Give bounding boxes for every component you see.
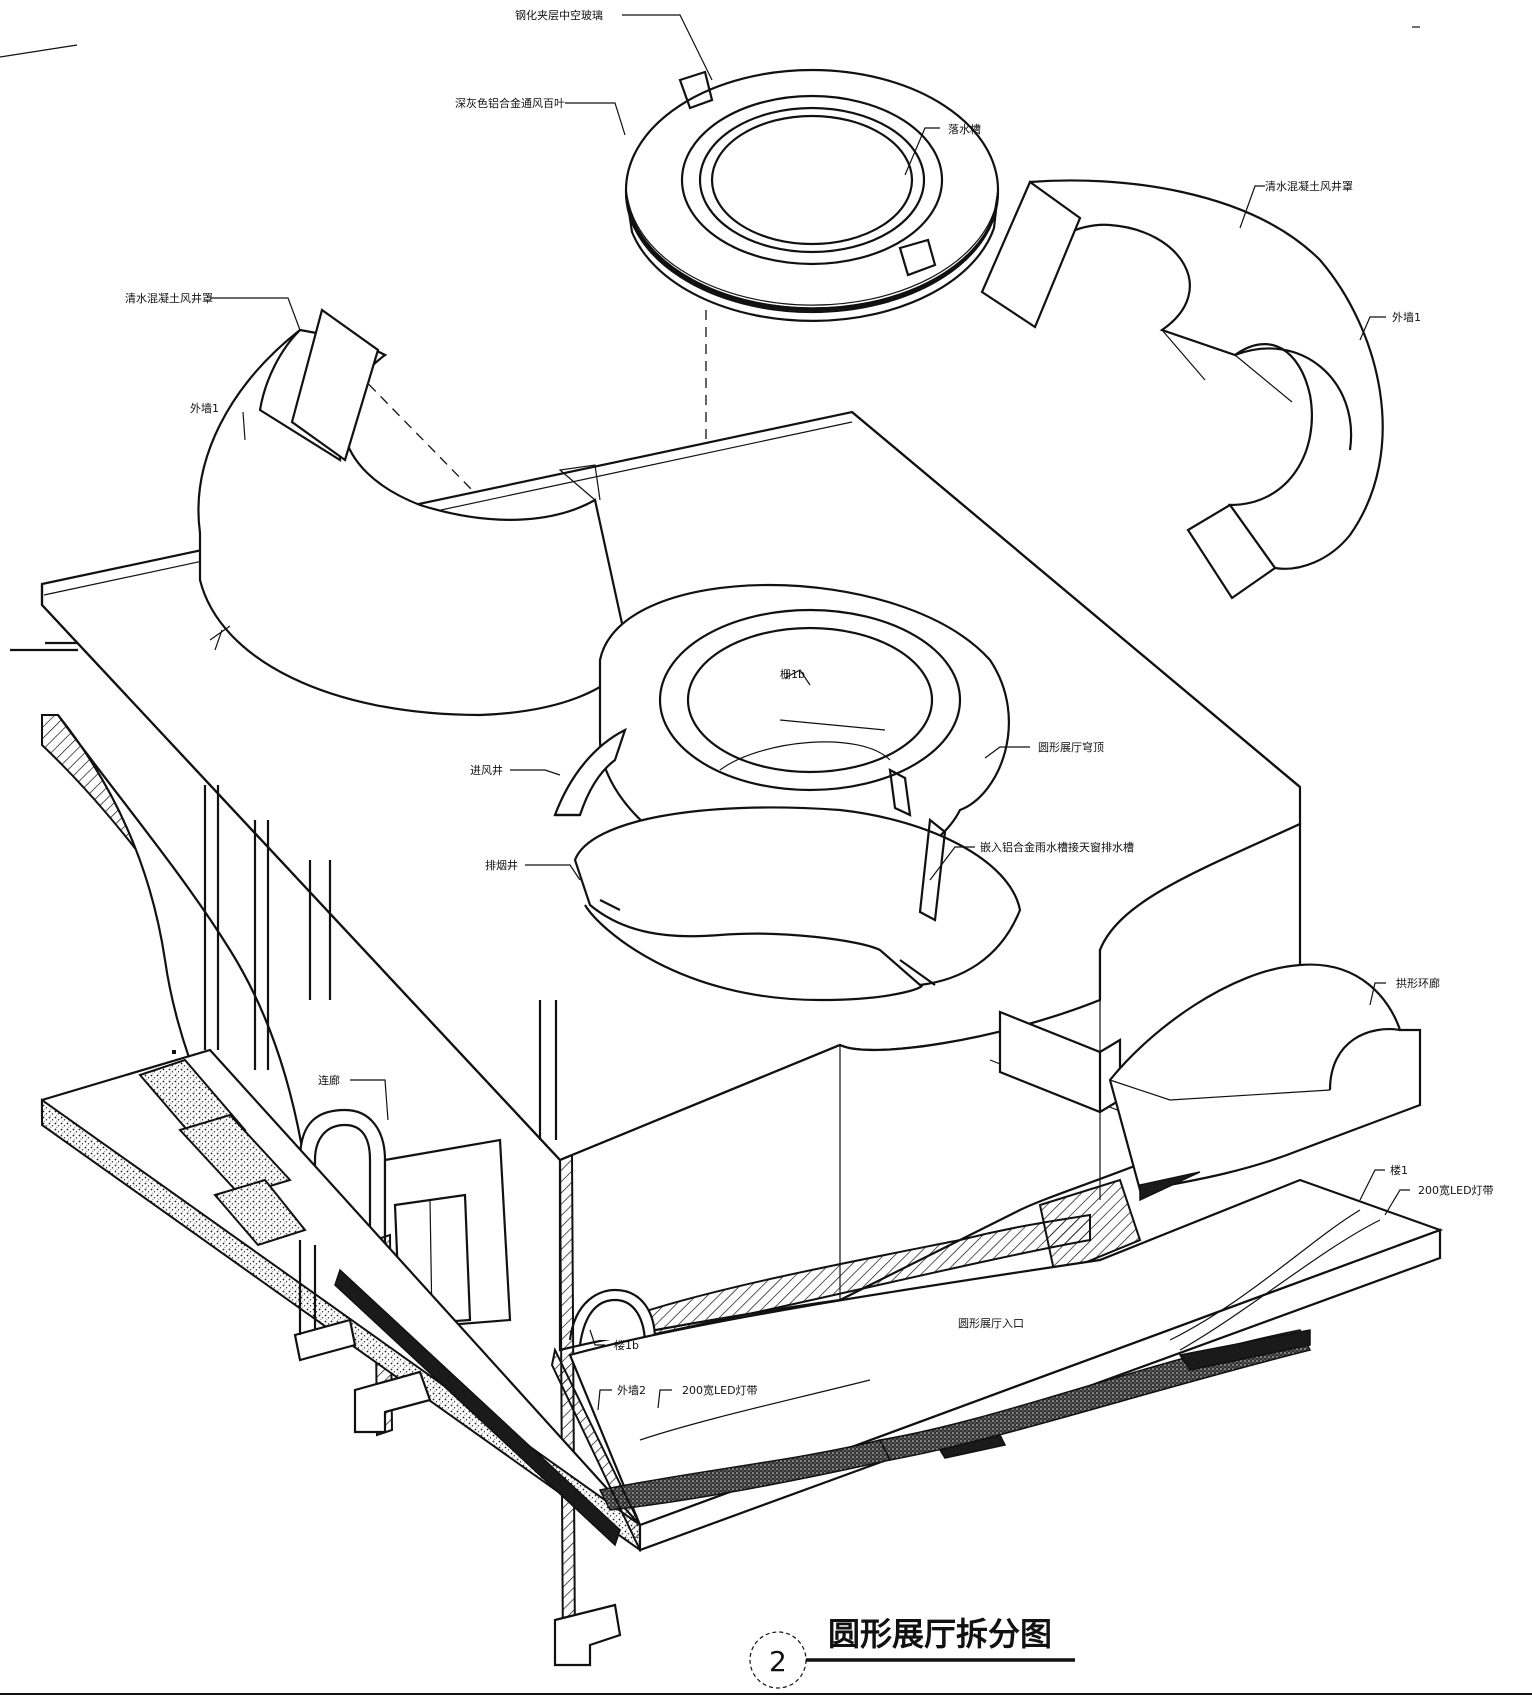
section-band: [617, 1171, 1201, 1337]
label-outer-wall1-right: 外墙1: [1392, 310, 1421, 324]
arch-corridor: [1108, 963, 1422, 1192]
annotations: 钢化夹层中空玻璃 深灰色铝合金通风百叶 落水槽 清水混凝土风井罩 外墙1 清水混…: [125, 8, 1494, 1397]
label-concrete-shaft-right: 清水混凝土风井罩: [1265, 179, 1353, 193]
label-floor1: 楼1: [1390, 1163, 1408, 1177]
label-intake-shaft: 进风井: [470, 763, 503, 777]
label-exhaust-shaft: 排烟井: [485, 858, 518, 872]
shaft-cover-left: [197, 308, 632, 717]
leader-lines: [210, 14, 1410, 1411]
border-fragment: [0, 44, 78, 58]
label-drain-groove: 落水槽: [948, 123, 981, 136]
label-led-strip-right: 200宽LED灯带: [1418, 1183, 1494, 1197]
lower-wall-section: [334, 1268, 641, 1551]
label-outer-wall1-left: 外墙1: [190, 401, 219, 415]
label-hall-entrance: 圆形展厅入口: [958, 1317, 1024, 1330]
label-led-strip-left: 200宽LED灯带: [682, 1383, 758, 1397]
intake-shaft: [553, 727, 627, 817]
label-arch-corridor: 拱形环廊: [1396, 976, 1440, 990]
label-tempered-glass: 钢化夹层中空玻璃: [515, 8, 603, 22]
footings: [293, 1240, 622, 1667]
label-corridor: 连廊: [318, 1073, 340, 1087]
exhaust-shaft: [573, 806, 1022, 1002]
drawing-title: 2 圆形展厅拆分图: [749, 1615, 1075, 1689]
interior-columns: [203, 785, 558, 1140]
skylight-ring: [624, 68, 1000, 322]
title-number: 2: [769, 1645, 787, 1678]
hall-dome: [598, 584, 1010, 882]
label-outer-wall2: 外墙2: [617, 1383, 646, 1397]
label-embedded-drain: 嵌入铝合金雨水槽接天窗排水槽: [980, 840, 1134, 854]
label-round-hall-roof: 圆形展厅穹顶: [1038, 740, 1104, 754]
label-louver: 深灰色铝合金通风百叶: [455, 96, 565, 110]
border-fragment: [10, 641, 78, 652]
entrance-arch: [568, 1288, 657, 1346]
label-roof1b: 栅1b: [780, 667, 805, 681]
label-concrete-shaft-left: 清水混凝土风井罩: [125, 291, 213, 305]
shaft-cover-right: [980, 179, 1384, 600]
label-roof1b-lower: 楼1b: [614, 1338, 639, 1352]
title-text: 圆形展厅拆分图: [828, 1615, 1052, 1653]
